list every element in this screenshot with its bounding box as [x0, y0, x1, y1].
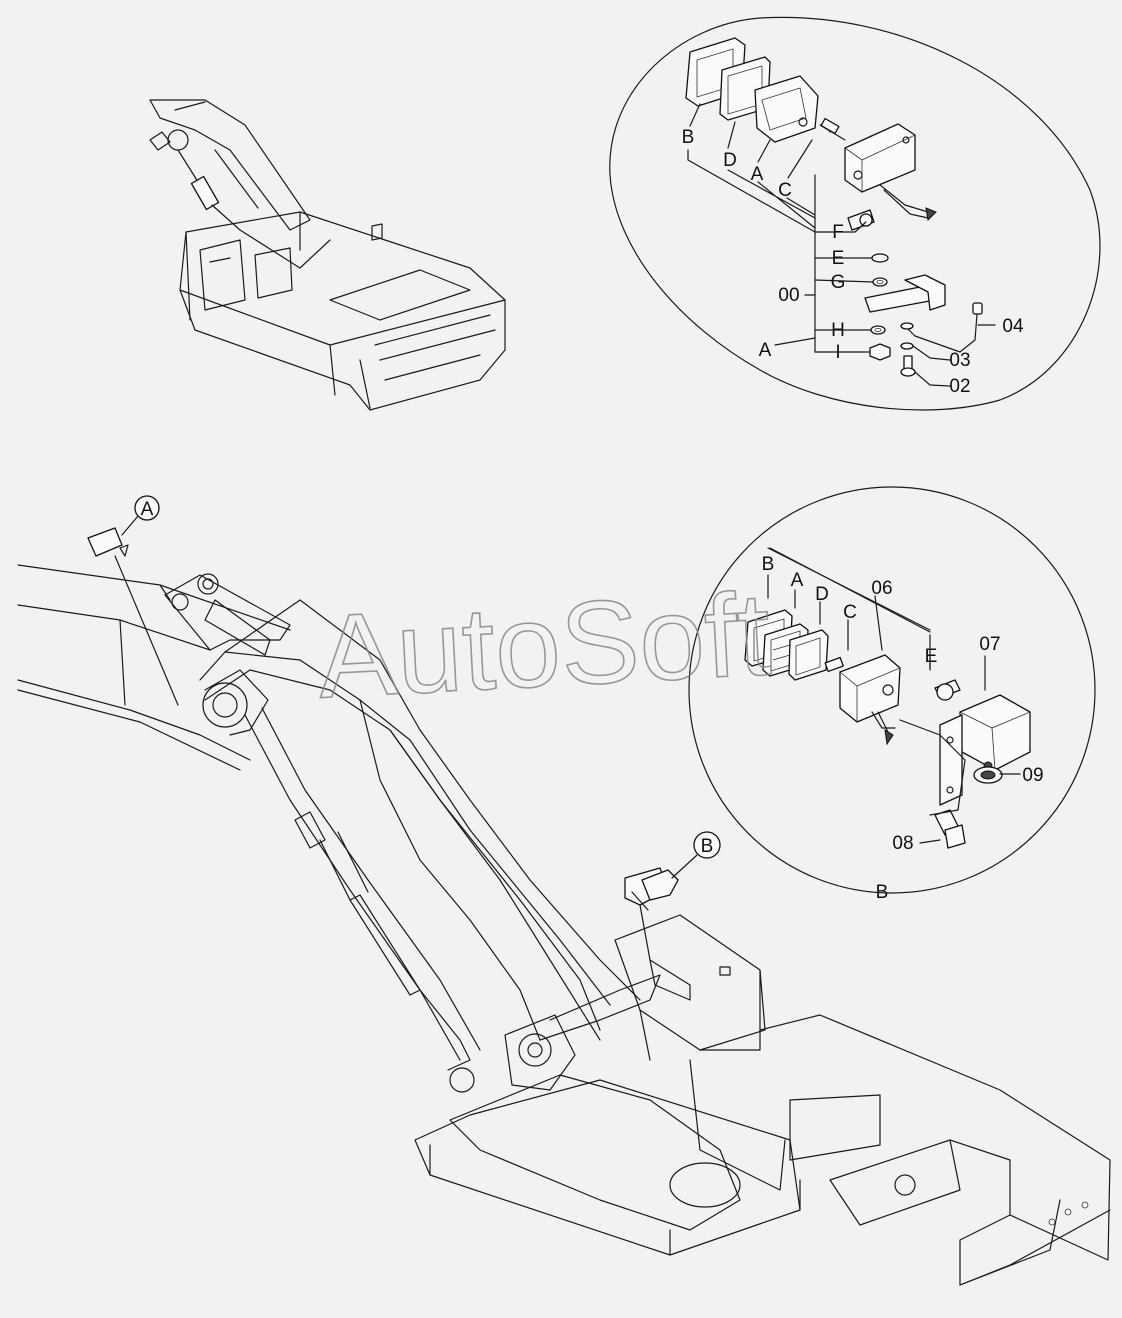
detail-b-label-d: D — [815, 584, 829, 605]
detail-b-label-a: A — [791, 570, 804, 591]
callout-a[interactable]: A — [121, 495, 160, 536]
callout-b[interactable]: B — [671, 831, 721, 879]
detail-b-part-09: 09 — [1022, 765, 1043, 786]
detail-b-label-e: E — [925, 646, 938, 667]
detail-b-outline — [688, 486, 1096, 894]
detail-a-part-02: 02 — [949, 376, 970, 397]
detail-a-label-i: I — [835, 342, 840, 363]
detail-a-label-a: A — [751, 164, 764, 185]
main-boom-assembly: A B — [17, 495, 1111, 1286]
detail-b-part-07: 07 — [979, 634, 1000, 655]
detail-a-part-04: 04 — [1002, 316, 1024, 337]
detail-b-title: B — [876, 882, 889, 903]
excavator-overview — [149, 99, 506, 411]
callout-a-label: A — [141, 499, 154, 520]
detail-a-label-d: D — [723, 150, 737, 171]
detail-a-label-b: B — [682, 127, 695, 148]
detail-a-part-03: 03 — [949, 350, 970, 371]
detail-a-view: B D A C F E G H I 00 04 03 02 A — [609, 16, 1101, 411]
detail-a-title: A — [759, 340, 772, 361]
detail-a-label-f: F — [832, 222, 844, 243]
detail-b-part-06: 06 — [871, 578, 892, 599]
detail-b-label-b: B — [762, 554, 775, 575]
detail-a-label-e: E — [832, 248, 845, 269]
detail-a-label-g: G — [831, 272, 846, 293]
detail-b-part-08: 08 — [892, 833, 913, 854]
detail-a-label-h: H — [831, 320, 845, 341]
detail-a-group-label: 00 — [778, 285, 799, 306]
detail-a-label-c: C — [778, 180, 792, 201]
detail-a-outline — [609, 16, 1101, 411]
callout-b-label: B — [701, 836, 714, 857]
detail-b-view: B A D C E 06 07 08 09 B — [688, 486, 1096, 903]
watermark-text: AutoSoft — [315, 568, 774, 724]
detail-b-label-c: C — [843, 602, 857, 623]
